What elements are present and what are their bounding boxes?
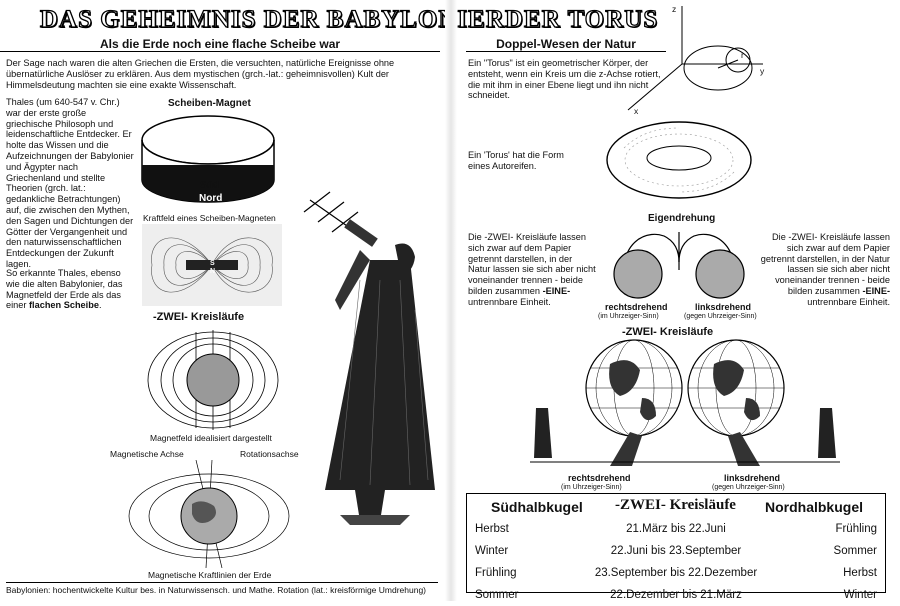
rechts-label-bottom: rechtsdrehend bbox=[568, 473, 631, 483]
seasons-center-heading: -ZWEI- Kreisläufe bbox=[615, 497, 736, 513]
right-subtitle: Doppel-Wesen der Natur bbox=[466, 37, 666, 52]
axis-y-label: y bbox=[760, 66, 765, 76]
thales-paragraph: Thales (um 640-547 v. Chr.) war der erst… bbox=[6, 97, 134, 269]
north-season: Herbst bbox=[843, 567, 877, 579]
south-hemisphere-heading: Südhalbkugel bbox=[491, 499, 583, 515]
magnet-s-label: S bbox=[210, 260, 215, 267]
eigendrehung-label: Eigendrehung bbox=[648, 213, 716, 224]
zwei-text-right-a: Die -ZWEI- Kreisläufe lassen sich zwar a… bbox=[760, 232, 890, 296]
zwei-text-right-c: untrennbare Einheit. bbox=[807, 296, 890, 307]
links-sub-bottom: (gegen Uhrzeiger-Sinn) bbox=[712, 484, 785, 491]
south-label: Süd bbox=[200, 180, 219, 191]
zwei-text-left-c: untrennbare Einheit. bbox=[468, 296, 551, 307]
magnet-title: Scheiben-Magnet bbox=[168, 98, 251, 109]
south-season: Frühling bbox=[475, 567, 517, 579]
links-label-top: linksdrehend bbox=[695, 302, 752, 312]
date-range: 21.März bis 22.Juni bbox=[626, 523, 726, 535]
rechts-sub-top: (im Uhrzeiger-Sinn) bbox=[598, 313, 659, 320]
south-season: Winter bbox=[475, 545, 509, 557]
rechts-sub-bottom: (im Uhrzeiger-Sinn) bbox=[561, 484, 622, 491]
thales-end: . bbox=[98, 300, 102, 311]
north-season: Sommer bbox=[833, 545, 877, 557]
axis-r-label: r bbox=[741, 50, 744, 60]
thales-bold: flachen Scheibe bbox=[28, 300, 99, 311]
table-row: Winter 22.Juni bis 23.September Sommer bbox=[475, 540, 877, 562]
north-label: Nord bbox=[199, 193, 223, 204]
axis-x-label: x bbox=[634, 106, 639, 116]
zwei-text-left-a: Die -ZWEI- Kreisläufe lassen sich zwar a… bbox=[468, 232, 596, 296]
astronomer-illustration bbox=[303, 191, 435, 525]
kraftlinien-caption: Magnetische Kraftlinien der Erde bbox=[148, 570, 272, 580]
torus-axes-diagram bbox=[627, 6, 763, 111]
left-title: DAS GEHEIMNIS DER BABYLONIER bbox=[39, 5, 505, 33]
page-divider bbox=[445, 0, 457, 601]
field-lines-illustration bbox=[142, 224, 282, 306]
thales-text: So erkannte Thales, ebenso wie die alten… bbox=[6, 268, 123, 311]
axis-z-label: z bbox=[672, 4, 677, 14]
earth-field-illustration bbox=[128, 460, 290, 568]
table-row: Herbst 21.März bis 22.Juni Frühling bbox=[475, 518, 877, 540]
magnetfeld-caption: Magnetfeld idealisiert dargestellt bbox=[150, 433, 272, 443]
table-row: Sommer 22.Dezember bis 21.März Winter bbox=[475, 584, 877, 606]
north-season: Winter bbox=[843, 589, 877, 601]
torus-form-text: Ein 'Torus' hat die Form eines Autoreife… bbox=[468, 150, 564, 171]
south-season: Herbst bbox=[475, 523, 509, 535]
date-range: 22.Juni bis 23.September bbox=[610, 545, 742, 557]
north-season: Frühling bbox=[835, 523, 877, 535]
zwei-text-left-b: -EINE- bbox=[542, 285, 571, 296]
zwei-text-left: Die -ZWEI- Kreisläufe lassen sich zwar a… bbox=[468, 232, 596, 308]
two-cycles-diagram bbox=[613, 232, 745, 299]
torus-definition: Ein "Torus" ist ein geometrischer Körper… bbox=[468, 58, 661, 101]
disc-magnet-illustration bbox=[141, 115, 275, 203]
rechts-label-top: rechtsdrehend bbox=[605, 302, 668, 312]
date-range: 22.Dezember bis 21.März bbox=[610, 589, 742, 601]
table-row: Frühling 23.September bis 22.Dezember He… bbox=[475, 562, 877, 584]
kraftfeld-caption: Kraftfeld eines Scheiben-Magneten bbox=[143, 213, 276, 223]
globes-illustration bbox=[530, 339, 840, 466]
left-zwei-heading: -ZWEI- Kreisläufe bbox=[153, 311, 245, 323]
right-title: DER TORUS bbox=[504, 5, 659, 33]
magnetic-axis-label: Magnetische Achse bbox=[110, 449, 184, 459]
seasons-box: Südhalbkugel -ZWEI- Kreisläufe Nordhalbk… bbox=[466, 493, 886, 601]
thales-paragraph-2: So erkannte Thales, ebenso wie die alten… bbox=[6, 268, 134, 311]
zwei-text-right: Die -ZWEI- Kreisläufe lassen sich zwar a… bbox=[755, 232, 890, 308]
left-footer: Babylonien: hochentwickelte Kultur bes. … bbox=[6, 582, 438, 595]
magnet-n-label: N bbox=[210, 268, 216, 275]
seasons-header: Südhalbkugel -ZWEI- Kreisläufe Nordhalbk… bbox=[475, 496, 877, 518]
links-label-bottom: linksdrehend bbox=[724, 473, 781, 483]
north-hemisphere-heading: Nordhalbkugel bbox=[764, 499, 863, 515]
seasons-table: Herbst 21.März bis 22.Juni Frühling Wint… bbox=[475, 518, 877, 606]
left-subtitle: Als die Erde noch eine flache Scheibe wa… bbox=[0, 37, 440, 52]
south-season: Sommer bbox=[475, 589, 519, 601]
right-zwei-heading: -ZWEI- Kreisläufe bbox=[622, 326, 714, 338]
idealized-field-illustration bbox=[147, 330, 279, 430]
date-range: 23.September bis 22.Dezember bbox=[594, 567, 758, 579]
zwei-text-right-b: -EINE- bbox=[862, 285, 890, 296]
torus-shape bbox=[606, 121, 752, 199]
rotation-axis-label: Rotationsachse bbox=[240, 449, 299, 459]
links-sub-top: (gegen Uhrzeiger-Sinn) bbox=[684, 313, 757, 320]
left-intro: Der Sage nach waren die alten Griechen d… bbox=[6, 58, 395, 90]
